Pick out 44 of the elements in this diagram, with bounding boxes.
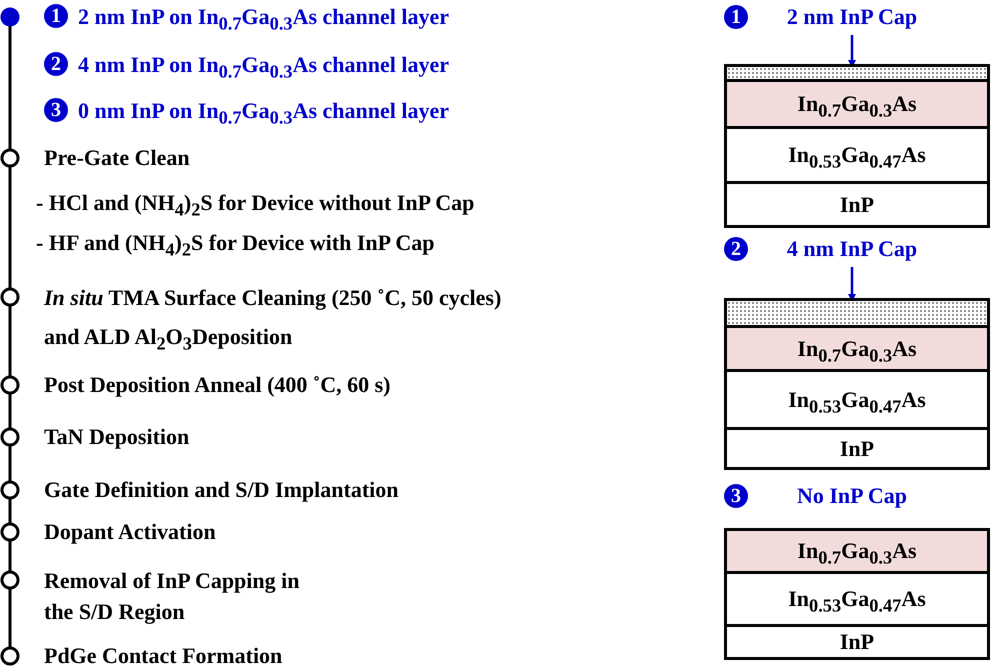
- step-text: Pre-Gate Clean: [44, 144, 190, 172]
- material-layer: InP: [727, 181, 987, 225]
- variant-text: 0 nm InP on In$_{0.7}$Ga$_{0.3}$As channel layer: [78, 98, 450, 123]
- step-text: Dopant Activation: [44, 518, 216, 546]
- timeline-line: [8, 499, 12, 523]
- number-badge: 1: [724, 5, 748, 29]
- step-text: Post Deposition Anneal (400 ˚C, 60 s): [44, 371, 391, 399]
- number-badge: 3: [44, 98, 68, 122]
- layer-stack: [724, 64, 990, 228]
- number-badge: 1: [44, 4, 68, 28]
- step-text: In situ TMA Surface Cleaning (250 ˚C, 50 cycles) and ALD Al$_{2}$O$_{3}$Deposition: [44, 284, 502, 348]
- timeline-line: [8, 541, 12, 571]
- layer-stack: [724, 298, 990, 470]
- material-layer: InP: [727, 427, 987, 467]
- cap-layer: [727, 67, 987, 79]
- material-layer: InP: [727, 624, 987, 657]
- timeline-line: [8, 26, 12, 149]
- layer-stack: [724, 528, 990, 660]
- material-layer: In$_{0.7}$Ga$_{0.3}$As: [727, 531, 987, 571]
- cap-heading: 2 nm InP Cap: [786, 4, 918, 29]
- number-badge: 2: [44, 52, 68, 76]
- material-layer: In$_{0.53}$Ga$_{0.47}$As: [727, 126, 987, 181]
- material-layer: In$_{0.7}$Ga$_{0.3}$As: [727, 325, 987, 369]
- variant-text: 2 nm InP on In$_{0.7}$Ga$_{0.3}$As channel layer: [78, 4, 450, 29]
- material-layer: In$_{0.53}$Ga$_{0.47}$As: [727, 369, 987, 427]
- timeline-line: [8, 306, 12, 376]
- step-text: TaN Deposition: [44, 423, 190, 451]
- timeline-line: [8, 167, 12, 288]
- step-note: - HF and (NH$_{4}$)$_{2}$S for Device with InP Cap: [36, 229, 434, 262]
- timeline-line: [8, 394, 12, 428]
- step-text: Removal of InP Capping in the S/D Region: [44, 568, 300, 624]
- number-badge: 2: [724, 237, 748, 261]
- cap-layer: [727, 301, 987, 325]
- timeline-line: [8, 446, 12, 481]
- material-layer: In$_{0.53}$Ga$_{0.47}$As: [727, 571, 987, 624]
- step-text: Gate Definition and S/D Implantation: [44, 476, 398, 504]
- number-badge: 3: [724, 484, 748, 508]
- material-layer: In$_{0.7}$Ga$_{0.3}$As: [727, 79, 987, 126]
- cap-heading: No InP Cap: [796, 483, 908, 508]
- timeline-line: [8, 589, 12, 647]
- cap-heading: 4 nm InP Cap: [786, 236, 918, 261]
- variant-text: 4 nm InP on In$_{0.7}$Ga$_{0.3}$As channel layer: [78, 52, 450, 77]
- step-text: PdGe Contact Formation: [44, 642, 282, 669]
- step-note: - HCl and (NH$_{4}$)$_{2}$S for Device without InP Cap: [36, 189, 474, 222]
